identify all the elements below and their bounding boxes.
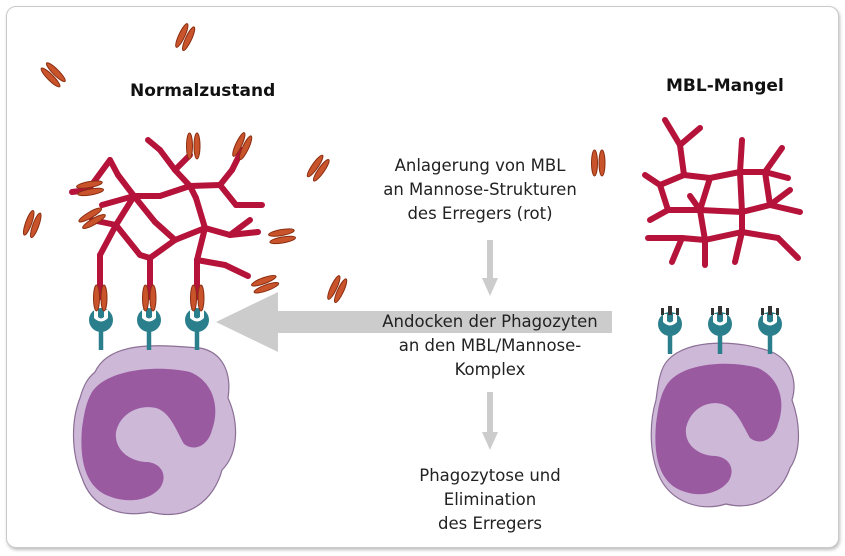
mannose-pairs-left — [20, 21, 350, 312]
right-title: MBL-Mangel — [666, 76, 784, 96]
docking-label: Andocken der Phagozyten an den MBL/Manno… — [360, 310, 620, 382]
mbl-network-right — [642, 117, 803, 268]
elimination-line-3: des Erregers — [438, 514, 542, 533]
receptors-right — [658, 306, 782, 354]
elimination-line-1: Phagozytose und — [419, 466, 561, 485]
binding-line-1: Anlagerung von MBL — [394, 156, 566, 175]
left-title: Normalzustand — [130, 81, 276, 101]
phagocyte-cell-left — [72, 345, 237, 516]
elimination-line-2: Elimination — [443, 490, 537, 509]
binding-label: Anlagerung von MBL an Mannose-Strukturen… — [360, 154, 600, 226]
docking-line-1: Andocken der Phagozyten — [382, 312, 598, 331]
docking-line-2: an den MBL/Mannose- — [398, 336, 582, 355]
down-arrow-1 — [482, 240, 498, 296]
down-arrow-2 — [482, 392, 498, 450]
nucleus-left — [81, 368, 216, 501]
nucleus-right — [655, 363, 782, 495]
receptors-left — [89, 308, 209, 350]
docking-arrow — [216, 292, 612, 352]
binding-line-3: des Erregers (rot) — [407, 204, 553, 223]
binding-line-2: an Mannose-Strukturen — [383, 180, 577, 199]
docking-line-3: Komplex — [454, 360, 526, 379]
elimination-label: Phagozytose und Elimination des Erregers — [378, 464, 602, 536]
phagocyte-cell-right — [650, 342, 800, 508]
